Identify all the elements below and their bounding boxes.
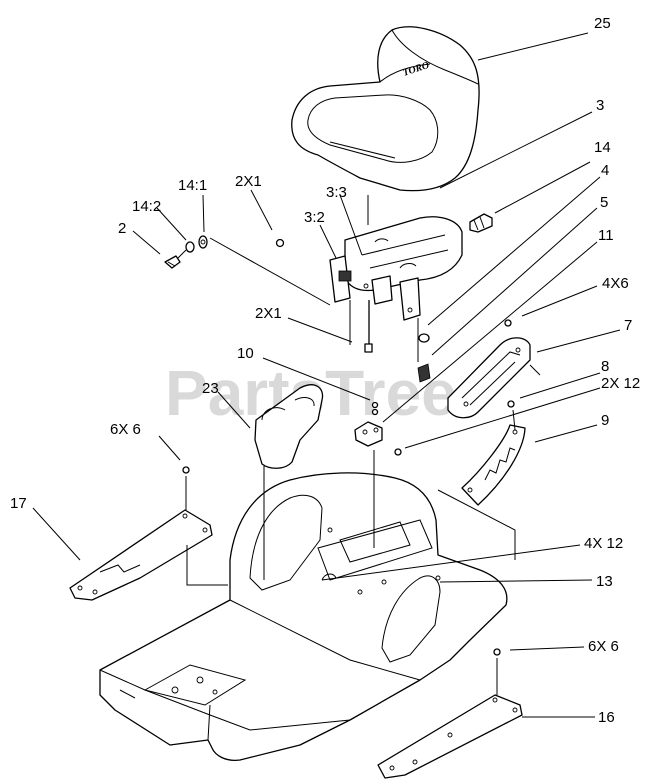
label-16: 16 [598, 709, 615, 726]
label-3: 3 [596, 97, 604, 114]
label-17: 17 [10, 495, 27, 512]
label-6x6-left: 6X 6 [110, 421, 141, 438]
small-fasteners-middle [354, 300, 431, 456]
small-fasteners-left [164, 235, 331, 306]
callout-labels: 25 3 14 4 5 11 4X6 7 8 2X 12 9 14:1 2X1 … [10, 15, 640, 726]
label-4x12: 4X 12 [584, 535, 623, 552]
label-25: 25 [594, 15, 611, 32]
knob-part [469, 213, 493, 233]
label-2x1-mid: 2X1 [255, 305, 282, 322]
step-plate-right-part [377, 648, 523, 779]
seat-part: TORO [291, 26, 480, 192]
label-8: 8 [601, 358, 609, 375]
label-11: 11 [598, 227, 614, 244]
label-9: 9 [601, 412, 609, 429]
label-6x6-right: 6X 6 [588, 638, 619, 655]
label-2x12: 2X 12 [601, 375, 640, 392]
shift-plate-part [461, 424, 526, 506]
label-14-1: 14:1 [178, 177, 207, 194]
leader-lines [32, 32, 621, 718]
label-14: 14 [594, 139, 611, 156]
label-3-3: 3:3 [326, 184, 347, 201]
label-10: 10 [237, 345, 254, 362]
step-plate-left-part [69, 509, 213, 601]
label-13: 13 [596, 573, 613, 590]
label-4: 4 [601, 162, 609, 179]
label-23: 23 [202, 380, 219, 397]
label-7: 7 [624, 317, 632, 334]
label-2x1-top: 2X1 [235, 173, 262, 190]
label-2: 2 [118, 220, 126, 237]
label-4x6: 4X6 [602, 275, 629, 292]
seat-plate-part [329, 216, 463, 321]
fender-body-part [99, 472, 508, 761]
label-5: 5 [600, 194, 608, 211]
bracket-part [447, 319, 531, 419]
label-14-2: 14:2 [132, 198, 161, 215]
cup-holder-part [182, 384, 324, 474]
assembly-lines [185, 195, 541, 741]
label-3-2: 3:2 [304, 209, 325, 226]
